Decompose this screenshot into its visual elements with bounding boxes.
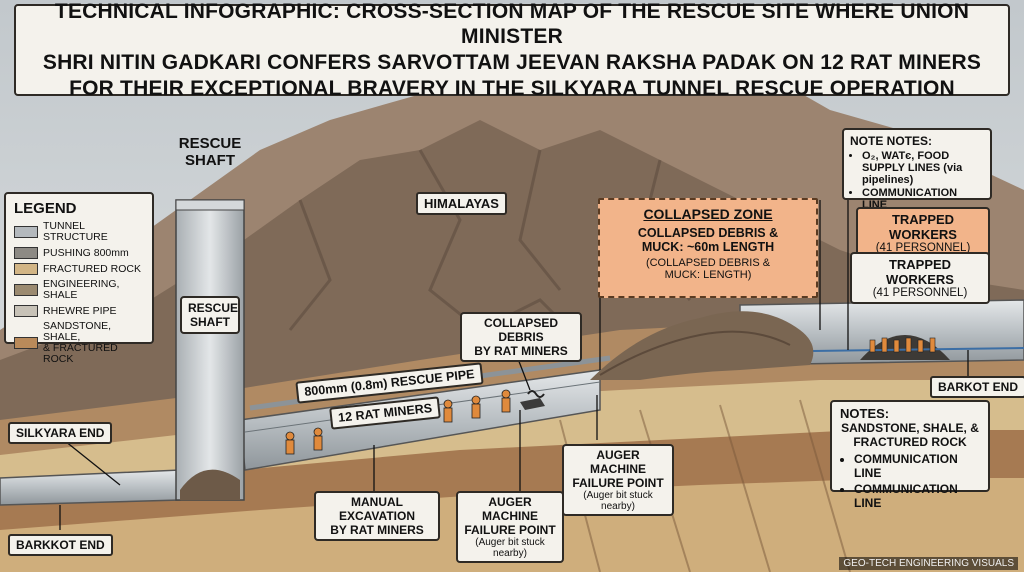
notes-top-item: O₂, WATє, FOOD SUPPLY LINES (via pipelin… xyxy=(862,150,984,186)
infographic-title: TECHNICAL INFOGRAPHIC: CROSS-SECTION MAP… xyxy=(14,0,1010,100)
collapsed-debris-label: COLLAPSED DEBRIS BY RAT MINERS xyxy=(460,312,582,362)
trapped-workers-label-2: TRAPPED WORKERS (41 PERSONNEL) xyxy=(850,252,990,304)
legend-title: LEGEND xyxy=(14,200,77,217)
legend-swatch xyxy=(14,305,38,318)
legend-swatch xyxy=(14,337,38,350)
legend-item-label: PUSHING 800mm xyxy=(43,246,129,259)
rock-ridges xyxy=(288,149,692,342)
rescue-shaft-box-label: RESCUE SHAFT xyxy=(180,296,240,334)
shaft-debris xyxy=(180,469,240,500)
auger-spiral xyxy=(527,390,545,398)
shaft-rim xyxy=(175,199,245,211)
legend-item: ENGINEERING, SHALE xyxy=(14,279,144,301)
watermark-credit: GEO-TECH ENGINEERING VISUALS xyxy=(839,557,1018,570)
legend-item-label: FRACTURED ROCK xyxy=(43,262,142,275)
notes-bottom-panel: NOTES: SANDSTONE, SHALE, & FRACTURED ROC… xyxy=(830,400,990,510)
title-line-3: FOR THEIR EXCEPTIONAL BRAVERY IN THE SIL… xyxy=(69,76,955,100)
collapsed-debris-pile xyxy=(590,311,814,380)
rescue-shaft xyxy=(175,199,245,501)
legend-swatch xyxy=(14,284,38,297)
manual-excavation-label: MANUAL EXCAVATION BY RAT MINERS xyxy=(314,491,440,541)
notes-top-panel: NOTE NOTES: O₂, WATє, FOOD SUPPLY LINES … xyxy=(842,128,992,211)
notes-top-title: NOTE NOTES: xyxy=(850,134,933,148)
notes-bottom-title: NOTES: xyxy=(840,406,890,421)
auger-failure-label-1: AUGER MACHINE FAILURE POINT (Auger bit s… xyxy=(456,491,564,563)
legend-item-label: RHEWRE PIPE xyxy=(43,304,117,317)
himalayas-label: HIMALAYAS xyxy=(416,192,507,215)
legend-item: RHEWRE PIPE xyxy=(14,304,144,318)
legend-item-label: ENGINEERING, SHALE xyxy=(43,278,120,302)
legend-item: FRACTURED ROCK xyxy=(14,262,144,276)
title-line-1: TECHNICAL INFOGRAPHIC: CROSS-SECTION MAP… xyxy=(54,0,970,49)
trapped-workers-figures xyxy=(869,337,936,353)
trapped-workers-label-1: TRAPPED WORKERS (41 PERSONNEL) xyxy=(856,207,990,259)
legend-swatch xyxy=(14,263,38,276)
legend-item-label: SANDSTONE, SHALE,& FRACTURED ROCK xyxy=(43,320,118,366)
legend-swatch xyxy=(14,226,38,239)
notes-bottom-item: COMMUNICATION LINE xyxy=(854,452,980,480)
barkot-end-label: BARKOT END xyxy=(930,376,1024,398)
auger-bit xyxy=(520,398,545,410)
barkkot-end-label: BARKKOT END xyxy=(8,534,113,556)
legend-item: SANDSTONE, SHALE,& FRACTURED ROCK xyxy=(14,321,144,365)
rescue-shaft-top-label: RESCUE SHAFT xyxy=(178,135,242,169)
rat-miners-group xyxy=(285,389,511,455)
notes-bottom-item: COMMUNICATION LINE xyxy=(854,482,980,510)
collapsed-zone-box: COLLAPSED ZONE COLLAPSED DEBRIS & MUCK: … xyxy=(598,198,818,298)
legend-item: PUSHING 800mm xyxy=(14,246,144,260)
debris-texture xyxy=(599,330,791,376)
auger-failure-label-2: AUGER MACHINE FAILURE POINT (Auger bit s… xyxy=(562,444,674,516)
legend-swatch xyxy=(14,247,38,260)
legend-item-label: TUNNEL STRUCTURE xyxy=(43,220,108,244)
legend-item: TUNNEL STRUCTURE xyxy=(14,220,144,244)
title-line-2: SHRI NITIN GADKARI CONFERS SARVOTTAM JEE… xyxy=(42,51,982,74)
silkyara-end-label: SILKYARA END xyxy=(8,422,113,444)
collapsed-zone-title: COLLAPSED ZONE xyxy=(643,206,773,222)
